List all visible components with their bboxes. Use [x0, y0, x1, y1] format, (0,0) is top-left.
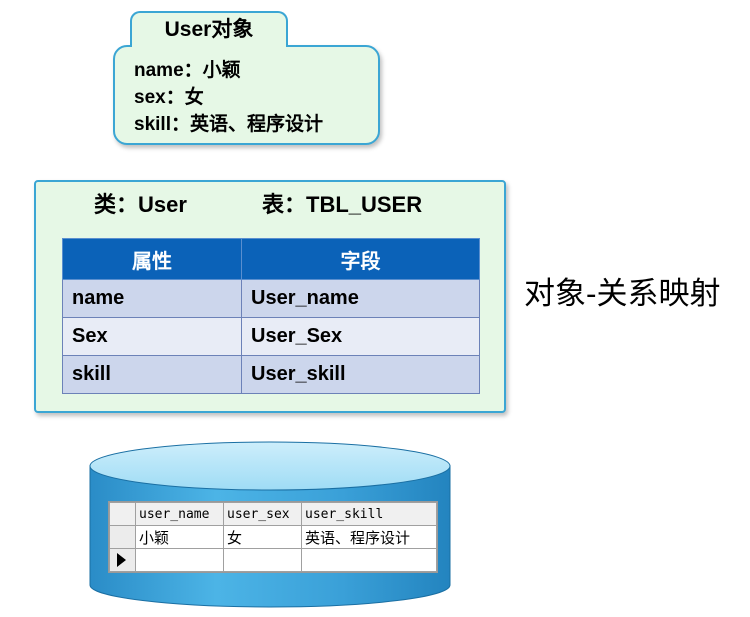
- user-object-title: User对象: [130, 11, 288, 47]
- grid-new-row[interactable]: [109, 548, 437, 572]
- user-object-skill: skill：英语、程序设计: [134, 114, 323, 135]
- class-label: 类：User: [94, 192, 187, 217]
- mapping-table: 属性 字段 name User_name Sex User_Sex skill …: [62, 238, 480, 394]
- row-selector[interactable]: [109, 525, 136, 549]
- grid-column-header[interactable]: user_name: [135, 502, 224, 526]
- mapping-row: name User_name: [62, 279, 480, 318]
- grid-cell[interactable]: [135, 548, 224, 572]
- grid-cell[interactable]: [223, 548, 302, 572]
- attribute-cell: name: [62, 279, 242, 318]
- header-attribute: 属性: [62, 238, 242, 280]
- grid-cell[interactable]: 英语、程序设计: [301, 525, 437, 549]
- grid-cell[interactable]: 小颖: [135, 525, 224, 549]
- field-cell: User_skill: [241, 355, 480, 394]
- field-cell: User_name: [241, 279, 480, 318]
- grid-column-header[interactable]: user_skill: [301, 502, 437, 526]
- attribute-cell: Sex: [62, 317, 242, 356]
- mapping-header-row: 属性 字段: [62, 238, 480, 280]
- current-row-arrow-icon: [117, 553, 126, 567]
- user-object-name: name：小颖: [134, 60, 241, 81]
- tab-joint: [132, 43, 286, 48]
- user-object-card: name：小颖 sex：女 skill：英语、程序设计: [113, 45, 380, 145]
- attribute-cell: skill: [62, 355, 242, 394]
- row-selector[interactable]: [109, 548, 136, 572]
- grid-column-header[interactable]: user_sex: [223, 502, 302, 526]
- grid-cell[interactable]: [301, 548, 437, 572]
- grid-header-row: user_name user_sex user_skill: [109, 502, 437, 526]
- grid-corner: [109, 502, 136, 526]
- mapping-row: skill User_skill: [62, 355, 480, 394]
- mapping-panel: 类：User 表：TBL_USER 属性 字段 name User_name S…: [34, 180, 506, 413]
- user-object-sex: sex：女: [134, 87, 204, 108]
- header-field: 字段: [241, 238, 480, 280]
- database-table-grid: user_name user_sex user_skill 小颖 女 英语、程序…: [108, 501, 438, 573]
- orm-caption: 对象-关系映射: [524, 276, 721, 312]
- table-label: 表：TBL_USER: [262, 192, 423, 217]
- grid-data-row[interactable]: 小颖 女 英语、程序设计: [109, 525, 437, 549]
- grid-cell[interactable]: 女: [223, 525, 302, 549]
